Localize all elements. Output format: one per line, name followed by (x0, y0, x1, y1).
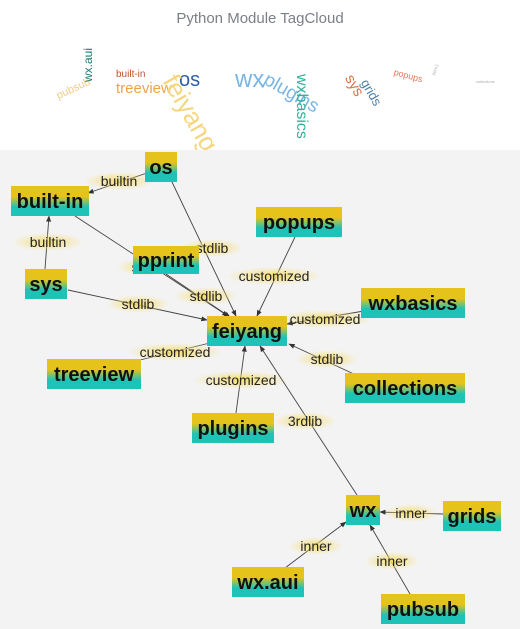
edge-label-glow (193, 371, 289, 389)
node-label: treeview (54, 364, 134, 386)
node-box (133, 246, 199, 274)
node-box (145, 152, 177, 182)
tag-word-item1[interactable]: item1 (431, 63, 441, 77)
edge-label-glow (273, 412, 337, 430)
node-label: pprint (138, 250, 195, 272)
dependency-graph: builtin builtin stdlib stdlib stdlib stdlib cu… (11, 152, 501, 624)
graph-node-wx-aui[interactable]: wx.aui (232, 567, 304, 597)
edge-label: customized (290, 311, 361, 327)
edge-label: stdlib (196, 240, 229, 256)
edge-label-glow (365, 552, 419, 570)
graph-node-treeview[interactable]: treeview (47, 359, 141, 389)
edge-label: stdlib (190, 288, 223, 304)
edge-label-glow (384, 504, 438, 522)
node-label: plugins (197, 418, 268, 440)
node-label: collections (353, 378, 457, 400)
node-box (192, 413, 274, 443)
node-box (11, 186, 89, 216)
edge-label-glow (127, 343, 223, 361)
edge-label: inner (376, 553, 407, 569)
edge-label: customized (239, 268, 310, 284)
edge-label-glow (83, 172, 155, 190)
graph-node-feiyang[interactable]: feiyang (207, 316, 287, 346)
graph-node-plugins[interactable]: plugins (192, 413, 274, 443)
graph-node-sys[interactable]: sys (25, 269, 67, 299)
graph-node-pubsub[interactable]: pubsub (381, 594, 465, 624)
node-label: grids (448, 506, 497, 528)
edge-label: inner (300, 538, 331, 554)
node-label: popups (263, 212, 335, 234)
tag-word-wxbasics[interactable]: wxbasics (293, 74, 310, 139)
graph-node-wxbasics[interactable]: wxbasics (361, 288, 465, 318)
edge-label: builtin (30, 234, 67, 250)
tag-word-treeview[interactable]: treeview (116, 80, 172, 97)
node-box (207, 316, 287, 346)
graph-node-pprint[interactable]: pprint (133, 246, 199, 274)
node-box (256, 207, 342, 237)
edge-label: stdlib (122, 296, 155, 312)
node-box (25, 269, 67, 299)
node-label: sys (29, 274, 62, 296)
graph-node-popups[interactable]: popups (256, 207, 342, 237)
edge-label-glow (289, 537, 343, 555)
tag-word-feiyang[interactable]: feiyang (156, 69, 225, 157)
node-label: wxbasics (368, 293, 458, 315)
node-label: wx.aui (236, 572, 298, 594)
tag-word-wx[interactable]: wx (235, 66, 265, 93)
page-title: Python Module TagCloud (176, 10, 344, 27)
node-label: pubsub (387, 599, 459, 621)
edge-label: customized (140, 344, 211, 360)
tag-cloud: pubsub wx.aui built-in treeview os feiya… (0, 30, 520, 157)
graph-node-collections[interactable]: collections (345, 373, 465, 403)
node-label: wx (349, 500, 377, 522)
edge-label-glow (295, 350, 359, 368)
graph-node-grids[interactable]: grids (443, 501, 501, 531)
graph-node-wx[interactable]: wx (346, 495, 380, 525)
node-box (345, 373, 465, 403)
tag-word-os[interactable]: os (179, 69, 201, 91)
tag-word-wx-aui[interactable]: wx.aui (81, 47, 95, 82)
node-label: feiyang (212, 321, 282, 343)
node-box (361, 288, 465, 318)
edge-label-glow (12, 233, 84, 251)
node-box (232, 567, 304, 597)
node-box (443, 501, 501, 531)
node-box (47, 359, 141, 389)
tag-word-collections[interactable]: collections (476, 79, 495, 84)
edge-label-glow (277, 310, 373, 328)
edge-label: stdlib (311, 351, 344, 367)
node-box (381, 594, 465, 624)
graph-node-os[interactable]: os (145, 152, 177, 182)
edge-label: inner (395, 505, 426, 521)
node-box (346, 495, 380, 525)
tag-word-built-in[interactable]: built-in (116, 69, 146, 80)
edge-label-glow (174, 287, 238, 305)
dependency-graph-panel: builtin builtin stdlib stdlib stdlib stdlib cu… (0, 150, 520, 629)
tag-word-grids[interactable]: grids (357, 76, 385, 109)
edge-label-glow (106, 295, 170, 313)
edge-label: 3rdlib (288, 413, 322, 429)
node-label: os (149, 157, 172, 179)
node-label: built-in (17, 191, 84, 213)
graph-node-built-in[interactable]: built-in (11, 186, 89, 216)
edge-label: customized (206, 372, 277, 388)
tag-word-popups[interactable]: popups (392, 67, 424, 85)
edge-label: builtin (101, 173, 138, 189)
tag-word-plugins[interactable]: plugins (260, 69, 323, 118)
edge-label-glow (226, 267, 322, 285)
